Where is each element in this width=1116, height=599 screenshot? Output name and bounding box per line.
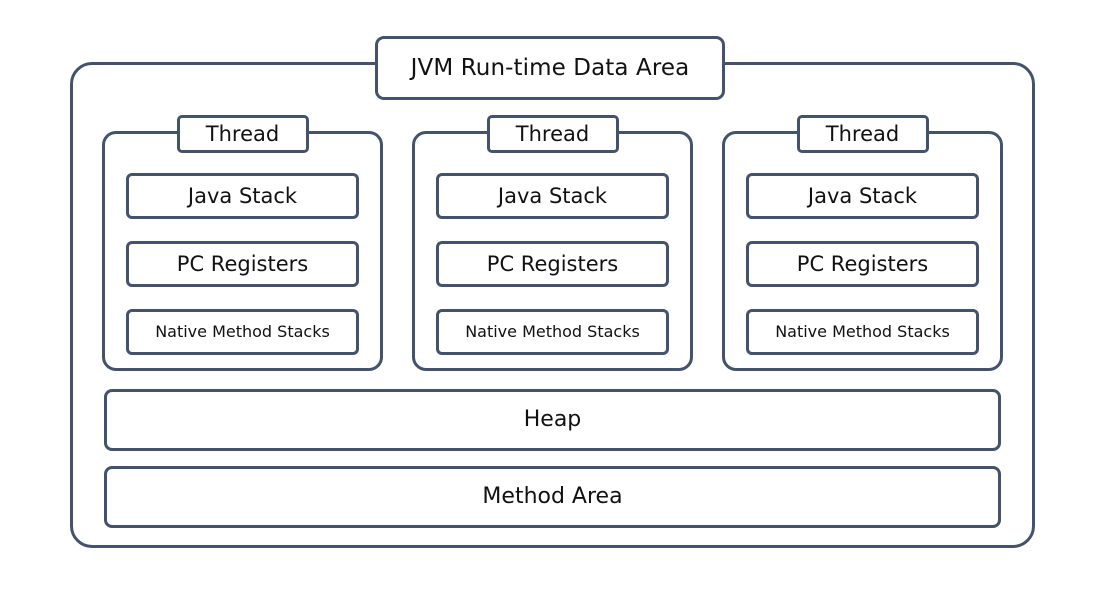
jvm-runtime-data-area-title-box: JVM Run-time Data Area xyxy=(375,36,725,100)
thread-group-2: Thread Java Stack PC Registers Native Me… xyxy=(412,115,693,371)
thread-label-box-1: Thread xyxy=(176,115,309,153)
thread-label-2: Thread xyxy=(515,121,590,146)
thread-label-1: Thread xyxy=(205,121,280,146)
pc-registers-label-2: PC Registers xyxy=(486,251,619,276)
thread-label-3: Thread xyxy=(825,121,900,146)
native-method-stacks-label-1: Native Method Stacks xyxy=(155,322,330,341)
pc-registers-label-1: PC Registers xyxy=(176,251,309,276)
native-method-stacks-label-2: Native Method Stacks xyxy=(465,322,640,341)
page-title: JVM Run-time Data Area xyxy=(410,54,690,81)
thread-label-box-2: Thread xyxy=(486,115,619,153)
thread-label-box-3: Thread xyxy=(796,115,929,153)
native-method-stacks-box-1: Native Method Stacks xyxy=(126,309,359,355)
java-stack-box-3: Java Stack xyxy=(746,173,979,219)
method-area-label: Method Area xyxy=(482,484,623,509)
java-stack-box-1: Java Stack xyxy=(126,173,359,219)
thread-inner-boxes-2: Java Stack PC Registers Native Method St… xyxy=(436,173,669,355)
pc-registers-label-3: PC Registers xyxy=(796,251,929,276)
java-stack-label-2: Java Stack xyxy=(497,183,608,208)
native-method-stacks-box-3: Native Method Stacks xyxy=(746,309,979,355)
method-area-box: Method Area xyxy=(104,466,1001,528)
pc-registers-box-3: PC Registers xyxy=(746,241,979,287)
java-stack-label-3: Java Stack xyxy=(807,183,918,208)
thread-group-1: Thread Java Stack PC Registers Native Me… xyxy=(102,115,383,371)
java-stack-label-1: Java Stack xyxy=(187,183,298,208)
native-method-stacks-label-3: Native Method Stacks xyxy=(775,322,950,341)
thread-inner-boxes-3: Java Stack PC Registers Native Method St… xyxy=(746,173,979,355)
heap-box: Heap xyxy=(104,389,1001,451)
native-method-stacks-box-2: Native Method Stacks xyxy=(436,309,669,355)
pc-registers-box-2: PC Registers xyxy=(436,241,669,287)
thread-group-3: Thread Java Stack PC Registers Native Me… xyxy=(722,115,1003,371)
thread-inner-boxes-1: Java Stack PC Registers Native Method St… xyxy=(126,173,359,355)
java-stack-box-2: Java Stack xyxy=(436,173,669,219)
pc-registers-box-1: PC Registers xyxy=(126,241,359,287)
heap-label: Heap xyxy=(523,407,582,432)
